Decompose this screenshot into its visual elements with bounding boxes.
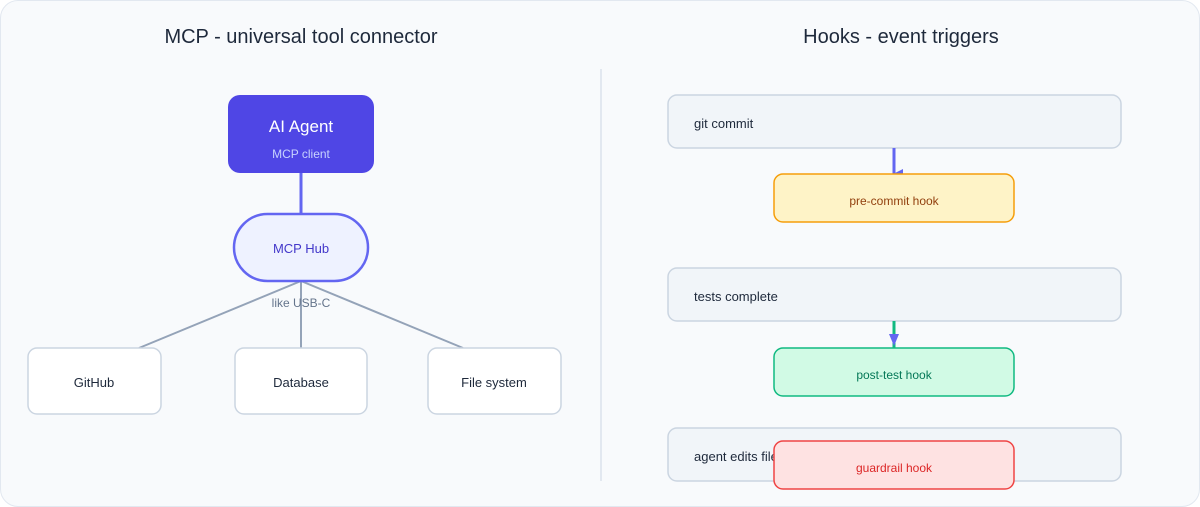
post-test-hook-node bbox=[773, 347, 1015, 397]
hooks-section-title: Hooks - event triggers bbox=[803, 26, 999, 48]
ai-agent-label: AI Agent bbox=[269, 117, 334, 136]
mcp-hub-note: like USB-C bbox=[272, 296, 331, 310]
pre-commit-hook-node bbox=[773, 173, 1015, 223]
arrow-tests-complete-head bbox=[889, 334, 899, 346]
mcp-section-title: MCP - universal tool connector bbox=[164, 26, 437, 48]
event-tests-complete-label: tests complete bbox=[694, 289, 778, 304]
tool-github-node bbox=[27, 347, 162, 415]
tool-database-label: Database bbox=[273, 375, 329, 390]
pre-commit-hook-label: pre-commit hook bbox=[849, 194, 939, 208]
tool-database-node bbox=[234, 347, 368, 415]
hub-github-connector bbox=[138, 280, 302, 349]
guardrail-hook-node bbox=[773, 440, 1015, 490]
post-test-hook-label: post-test hook bbox=[856, 368, 932, 382]
mcp-hub-label: MCP Hub bbox=[273, 241, 329, 256]
ai-agent-sublabel: MCP client bbox=[272, 147, 330, 161]
ai-agent-node bbox=[228, 95, 374, 173]
tool-filesystem-label: File system bbox=[461, 375, 527, 390]
mcp-hub-node bbox=[232, 212, 370, 283]
hub-filesystem-connector bbox=[300, 280, 464, 349]
event-git-commit-label: git commit bbox=[694, 116, 754, 131]
tool-github-label: GitHub bbox=[74, 375, 114, 390]
event-agent-edits-file-label: agent edits file bbox=[694, 449, 778, 464]
tool-filesystem-node bbox=[427, 347, 562, 415]
guardrail-hook-label: guardrail hook bbox=[856, 461, 933, 475]
